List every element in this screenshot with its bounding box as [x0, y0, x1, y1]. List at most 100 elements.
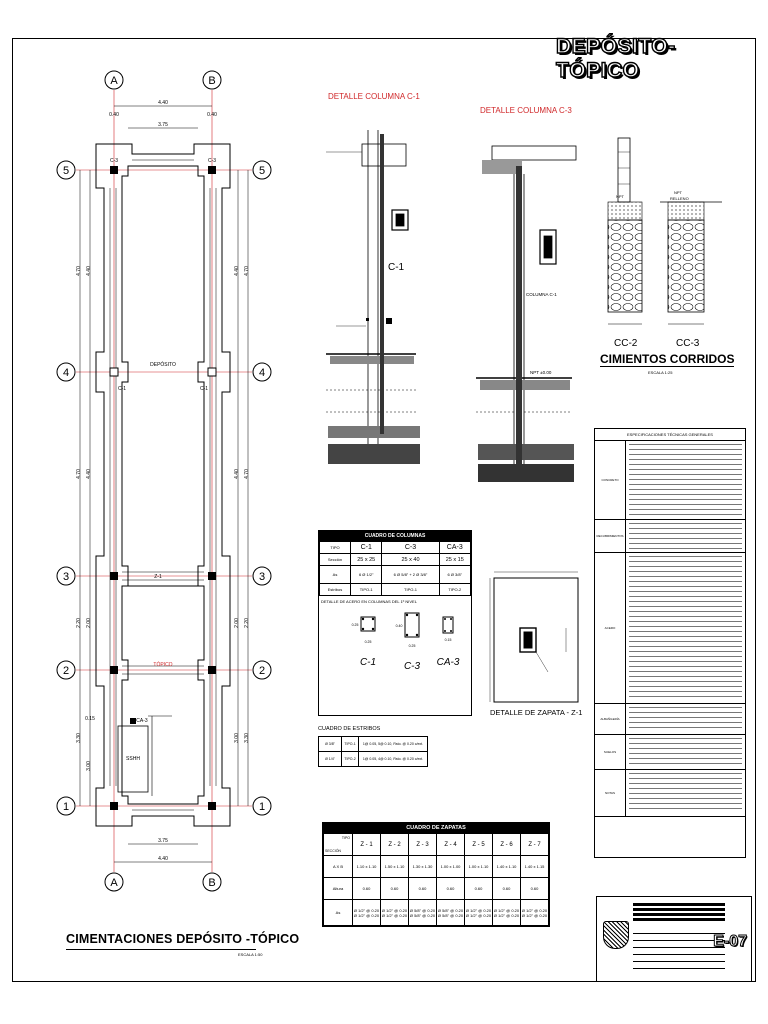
- svg-text:0.25: 0.25: [365, 640, 372, 644]
- footing-detail-drawing: [489, 571, 579, 703]
- columns-table: TIPO C-1 C-3 CA-3 Sección 25 x 25 25 x 4…: [319, 541, 472, 596]
- detail-c3-npt: NPT ±0.00: [530, 370, 552, 375]
- spec-section: RECUBRIMIENTOS: [595, 520, 745, 553]
- stirrups-row: Ø 1/4" TIPO-2 1@ 0.05, 4@ 0.10, Rsto. @ …: [318, 751, 428, 767]
- footings-table-panel: CUADRO DE ZAPATAS TIPO SECCIÓN Z - 1 Z -…: [322, 822, 550, 927]
- columns-table-title: CUADRO DE COLUMNAS: [319, 531, 471, 541]
- cc2-npt-label: NPT: [616, 194, 625, 199]
- spec-section: ACERO: [595, 553, 745, 704]
- spec-section-label: SUELOS: [595, 735, 626, 769]
- svg-text:0.25: 0.25: [409, 644, 416, 648]
- svg-text:C-3: C-3: [208, 158, 216, 164]
- columns-row-label-section: Sección: [319, 553, 351, 566]
- svg-text:1: 1: [259, 801, 265, 813]
- columns-section-c1: 25 x 25: [349, 553, 383, 566]
- columns-row-label-as: As: [319, 565, 351, 584]
- axis-bubble-5: 5: [56, 160, 76, 180]
- columns-table-panel: CUADRO DE COLUMNAS TIPO C-1 C-3 CA-3 Sec…: [318, 530, 472, 716]
- columns-as-c3: 6 Ø 5/8" + 2 Ø 3/8": [381, 565, 440, 584]
- stirrup-dia-1: Ø 3/8": [318, 736, 342, 752]
- institution-logo: [603, 921, 629, 949]
- footing-type-z7: Z - 7: [520, 833, 549, 856]
- footing-type-z3: Z - 3: [408, 833, 437, 856]
- cc3-section: [660, 201, 722, 325]
- footings-head-corner: TIPO SECCIÓN: [323, 833, 353, 856]
- svg-text:2.00: 2.00: [234, 618, 240, 628]
- footing-type-z2: Z - 2: [380, 833, 409, 856]
- spec-section: SUELOS: [595, 735, 745, 770]
- cc2-section: [607, 137, 643, 325]
- footings-table: TIPO SECCIÓN Z - 1 Z - 2 Z - 3 Z - 4 Z -…: [323, 833, 549, 926]
- svg-text:Z-1: Z-1: [154, 574, 162, 580]
- svg-text:4: 4: [259, 367, 265, 379]
- axis-bubble-A-bottom: A: [104, 872, 124, 892]
- footing-axb: 1.00 x 1.10: [464, 855, 493, 878]
- svg-text:2.20: 2.20: [244, 618, 250, 628]
- svg-text:4.70: 4.70: [244, 469, 250, 479]
- specs-title: ESPECIFICACIONES TÉCNICAS GENERALES: [595, 429, 745, 441]
- columns-steel-details: 0.25 0.25 0.25 0.40 0.15 C-1 C-3 CA-3: [352, 612, 460, 672]
- axis-bubble-4: 4: [56, 362, 76, 382]
- spec-section-label: RECUBRIMIENTOS: [595, 520, 626, 552]
- columns-as-ca3: 6 Ø 3/8": [438, 565, 472, 584]
- foundation-walls: [95, 143, 231, 827]
- cc2-label: CC-2: [614, 338, 638, 349]
- spec-section: NOTAS: [595, 770, 745, 817]
- svg-text:3.75: 3.75: [158, 122, 168, 128]
- svg-text:C-1: C-1: [200, 386, 208, 392]
- detail-c3-drawing: COLUMNA C-1 NPT ±0.00: [476, 145, 577, 482]
- axis-bubble-3-right: 3: [252, 566, 272, 586]
- stirrups-table: Ø 3/8" TIPO-1 1@ 0.05, 5@ 0.10, Rsto. @ …: [318, 736, 428, 767]
- left-dimensions: 4.70 4.40 4.70 4.40 2.20 2.00 3.30 3.00 …: [76, 170, 95, 806]
- svg-text:0.40: 0.40: [396, 624, 403, 628]
- svg-text:3.00: 3.00: [234, 733, 240, 743]
- svg-text:0.25: 0.25: [352, 623, 359, 627]
- svg-text:3.30: 3.30: [244, 733, 250, 743]
- svg-text:4.40: 4.40: [86, 469, 92, 479]
- room-labels: DEPÓSITO TÓPICO SSHH C-3 C-3 C-1 C-1 Z-1…: [110, 158, 216, 762]
- detail-c1-drawing: C-1: [326, 130, 420, 464]
- axis-bubble-1: 1: [56, 796, 76, 816]
- svg-text:2: 2: [259, 665, 265, 677]
- cimientos-title: CIMIENTOS CORRIDOS: [600, 352, 735, 367]
- svg-text:2: 2: [63, 665, 69, 677]
- svg-text:4.40: 4.40: [158, 856, 168, 862]
- axis-bubble-2-right: 2: [252, 660, 272, 680]
- columns: [109, 166, 217, 810]
- footing-axb: 1.10 x 1.10: [352, 855, 381, 878]
- stirrups-row: Ø 3/8" TIPO-1 1@ 0.05, 5@ 0.10, Rsto. @ …: [318, 736, 428, 752]
- axis-bubble-2: 2: [56, 660, 76, 680]
- svg-text:3: 3: [63, 571, 69, 583]
- footing-axb: 1.50 x 1.10: [380, 855, 409, 878]
- footings-head-section: SECCIÓN: [325, 849, 341, 853]
- footing-type-z6: Z - 6: [492, 833, 521, 856]
- svg-text:4.40: 4.40: [158, 100, 168, 106]
- svg-text:0.15: 0.15: [85, 716, 95, 722]
- columns-steel-detail-title: DETALLE DE ACERO EN COLUMNAS DEL 1º NIVE…: [321, 599, 417, 604]
- cc3-npt-label: NPT: [674, 190, 683, 195]
- title-block: E-07: [596, 896, 752, 982]
- svg-text:2.20: 2.20: [76, 618, 82, 628]
- svg-text:DEPÓSITO: DEPÓSITO: [150, 361, 176, 368]
- spec-section-label: ACERO: [595, 553, 626, 703]
- footings-head-tipo: TIPO: [341, 836, 350, 840]
- axis-bubble-4-right: 4: [252, 362, 272, 382]
- cc3-relleno-label: RELLENO: [670, 196, 689, 201]
- footing-type-z5: Z - 5: [464, 833, 493, 856]
- svg-text:3.75: 3.75: [158, 838, 168, 844]
- footing-type-z4: Z - 4: [436, 833, 465, 856]
- svg-text:3.30: 3.30: [76, 733, 82, 743]
- svg-text:2.00: 2.00: [86, 618, 92, 628]
- ca3-steel-section: [442, 616, 454, 634]
- footing-axb: 1.40 x 1.15: [520, 855, 549, 878]
- svg-text:A: A: [110, 877, 118, 889]
- footing-height: 0.60: [436, 877, 465, 900]
- footing-axb: 1.30 x 1.30: [408, 855, 437, 878]
- footing-height: 0.60: [352, 877, 381, 900]
